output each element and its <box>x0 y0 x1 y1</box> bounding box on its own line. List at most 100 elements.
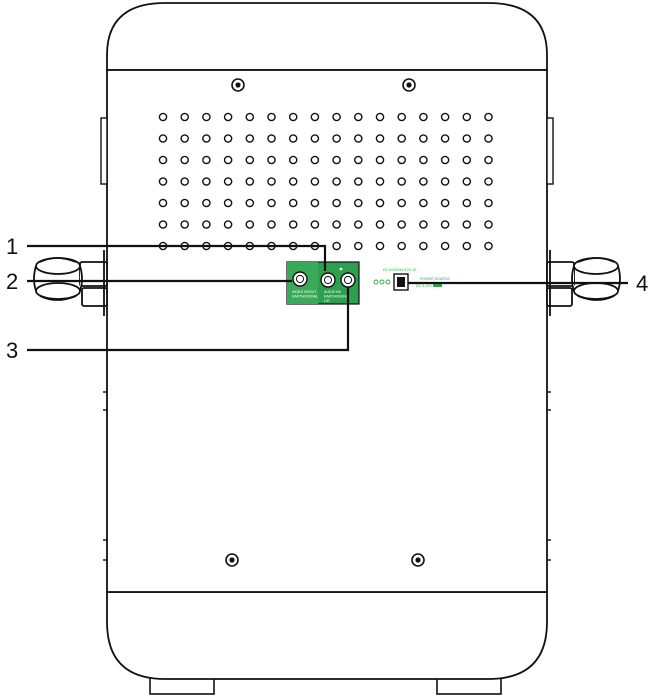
grille-hole <box>180 134 189 143</box>
grille-hole <box>440 198 450 208</box>
grille-hole <box>440 177 450 186</box>
jack-label-left-2: EARTH/SIGNAL <box>292 295 318 299</box>
side-edges <box>100 117 554 561</box>
audio-jack-top[interactable] <box>320 272 336 288</box>
screw-top-right <box>402 78 416 92</box>
dc-in-label: DC IN 5V/9V/12V 2A <box>383 268 417 272</box>
grille-hole <box>223 134 233 143</box>
grille-hole <box>462 112 472 122</box>
grille-hole <box>223 155 233 165</box>
grille-hole <box>202 155 211 165</box>
grille-hole <box>288 177 298 186</box>
grille-hole <box>245 112 255 122</box>
grille-hole <box>419 134 428 143</box>
grille-hole <box>375 155 385 165</box>
callout-2: 2 <box>6 269 18 294</box>
jack-label-right-3: L/R <box>324 299 330 303</box>
grille-hole <box>397 177 407 186</box>
top-cap <box>106 2 548 71</box>
grille-hole <box>440 241 450 251</box>
grille-hole <box>353 112 363 122</box>
grille-hole <box>484 155 493 165</box>
left-jack[interactable] <box>292 271 308 287</box>
grille-hole <box>267 220 276 229</box>
grille-hole <box>180 112 189 122</box>
power-range-label: DC 5-12V <box>416 284 432 288</box>
grille-hole <box>267 177 276 186</box>
callout-4: 4 <box>636 271 648 296</box>
grille-hole <box>245 134 255 143</box>
grille-hole <box>332 155 341 165</box>
grille-hole <box>310 220 320 229</box>
grille-hole <box>223 177 233 186</box>
grille-hole <box>158 155 168 165</box>
screw-top-left <box>231 78 245 92</box>
grille-hole <box>375 220 385 229</box>
grille-hole <box>180 198 189 208</box>
grille-hole <box>375 112 385 122</box>
grille-hole <box>288 198 298 208</box>
grille-hole <box>267 198 276 208</box>
left-clamp <box>33 250 108 316</box>
grille-hole <box>462 134 472 143</box>
grille-hole <box>267 155 276 165</box>
grille-hole <box>245 198 255 208</box>
grille-hole <box>462 177 472 186</box>
grille-hole <box>180 155 189 165</box>
grille-hole <box>245 155 255 165</box>
grille-hole <box>462 220 472 229</box>
grille-hole <box>158 220 168 229</box>
grille-hole <box>484 198 493 208</box>
grille-hole <box>397 220 407 229</box>
grille-hole <box>267 112 276 122</box>
jack-panel: VIDEO IN/OUT EARTH/SIGNAL AUDIO IN/ EART… <box>286 261 360 305</box>
grille-hole <box>332 198 341 208</box>
dc-power-input[interactable] <box>393 273 409 291</box>
grille-hole <box>397 112 407 122</box>
grille-hole <box>440 112 450 122</box>
grille-hole <box>223 112 233 122</box>
grille-hole <box>353 155 363 165</box>
jack-label-left-1: VIDEO IN/OUT <box>292 290 317 294</box>
grille-hole <box>375 134 385 143</box>
grille-hole <box>245 177 255 186</box>
grille-hole <box>288 112 298 122</box>
grille-hole <box>310 198 320 208</box>
grille-hole <box>462 241 472 251</box>
grille-hole <box>419 177 428 186</box>
grille-hole <box>158 177 168 186</box>
grille-hole <box>353 220 363 229</box>
grille-hole <box>353 198 363 208</box>
grille-hole <box>353 134 363 143</box>
grille-hole <box>202 198 211 208</box>
callout-1: 1 <box>6 234 18 259</box>
grille-hole <box>462 155 472 165</box>
audio-jack-bottom[interactable] <box>340 272 356 288</box>
grille-hole <box>332 241 341 251</box>
grille-hole <box>484 112 493 122</box>
screw-bottom-right <box>411 553 425 567</box>
grille-hole <box>375 198 385 208</box>
grille-hole <box>353 241 363 251</box>
grille-hole <box>462 198 472 208</box>
grille-hole <box>202 134 211 143</box>
power-panel: DC IN 5V/9V/12V 2A POWER SOURCE DC 5-12V <box>373 268 451 291</box>
grille-hole <box>397 241 407 251</box>
grille-hole <box>353 177 363 186</box>
grille-hole <box>332 177 341 186</box>
jack-label-right-1: AUDIO IN/ <box>324 290 341 294</box>
grille-hole <box>223 198 233 208</box>
callout-3: 3 <box>6 338 18 363</box>
grille-hole <box>440 220 450 229</box>
grille-hole <box>484 220 493 229</box>
grille-hole <box>440 134 450 143</box>
grille-hole <box>332 220 341 229</box>
grille-hole <box>310 177 320 186</box>
grille-hole <box>288 155 298 165</box>
speaker-grille <box>158 112 493 251</box>
grille-hole <box>245 220 255 229</box>
grille-hole <box>202 177 211 186</box>
grille-hole <box>288 134 298 143</box>
grille-hole <box>419 241 428 251</box>
